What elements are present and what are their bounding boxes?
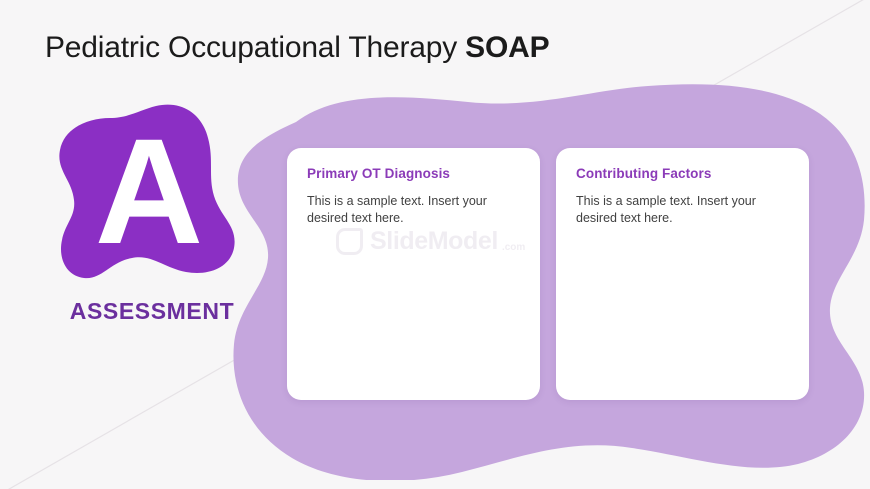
card-primary-ot-diagnosis[interactable]: Primary OT Diagnosis This is a sample te…: [287, 148, 540, 400]
card-body: This is a sample text. Insert your desir…: [307, 194, 487, 225]
letter-blob-icon: A: [59, 104, 235, 279]
assessment-letter-badge: A: [52, 100, 252, 285]
card-title: Contributing Factors: [576, 166, 712, 181]
assessment-label: ASSESSMENT: [69, 298, 235, 324]
page-title-bold: SOAP: [465, 31, 550, 64]
card-body: This is a sample text. Insert your desir…: [576, 194, 756, 225]
page-title: Pediatric Occupational Therapy SOAP: [45, 28, 550, 68]
letter-a-glyph: A: [95, 107, 203, 275]
card-contributing-factors[interactable]: Contributing Factors This is a sample te…: [556, 148, 809, 400]
card-title: Primary OT Diagnosis: [307, 166, 451, 181]
page-title-normal: Pediatric Occupational Therapy: [45, 31, 466, 64]
